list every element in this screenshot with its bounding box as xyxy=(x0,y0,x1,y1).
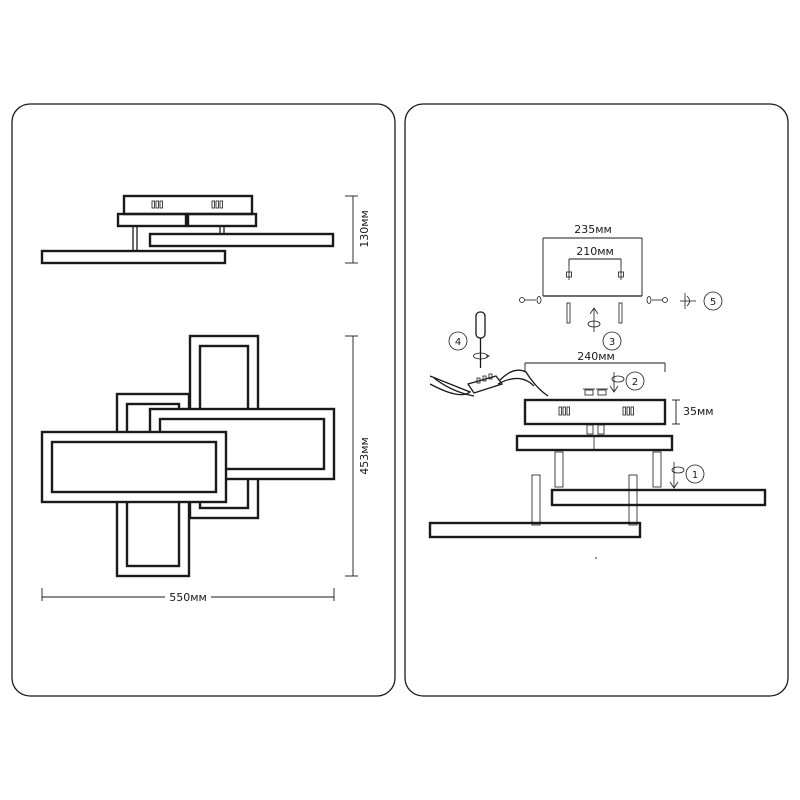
rotate-arrow-2 xyxy=(609,372,625,393)
lamp-bar-lower xyxy=(428,521,642,539)
wall-screw-right xyxy=(646,296,668,304)
screwdriver-icon xyxy=(473,311,490,368)
side-view xyxy=(40,194,335,265)
rotate-arrow-1 xyxy=(669,462,685,489)
svg-text:5: 5 xyxy=(710,297,716,308)
rotate-arrow-3 xyxy=(587,307,601,332)
step-badge-4: 4 xyxy=(448,331,468,351)
left-panel-frame xyxy=(11,103,396,697)
stray-dot xyxy=(595,557,597,559)
power-wires xyxy=(429,369,549,397)
dimension-label-453: 453мм xyxy=(358,437,371,475)
dimension-label-550: 550мм xyxy=(169,591,207,604)
right-panel-frame xyxy=(404,103,789,697)
support-posts xyxy=(531,451,662,526)
dimension-label-235: 235мм xyxy=(574,223,612,236)
dimension-label-210: 210мм xyxy=(576,245,614,258)
svg-text:1: 1 xyxy=(692,470,698,481)
step-badge-5: 5 xyxy=(703,291,723,311)
dimension-label-35: 35мм xyxy=(683,405,714,418)
screwdriver-hook-5 xyxy=(680,293,696,309)
svg-text:4: 4 xyxy=(455,337,461,348)
step-badge-1: 1 xyxy=(685,464,705,484)
connector-pins xyxy=(586,424,605,435)
dimension-height-top xyxy=(345,335,358,577)
step-badge-2: 2 xyxy=(625,371,645,391)
lamp-bar-upper xyxy=(550,488,767,507)
mounting-bracket xyxy=(543,266,642,297)
dimension-width xyxy=(41,588,335,601)
dimension-bracket-235 xyxy=(542,237,643,296)
dimension-height-side xyxy=(345,195,358,264)
dowel-left xyxy=(566,302,571,324)
svg-text:3: 3 xyxy=(609,337,615,348)
dimension-base-35 xyxy=(672,399,680,425)
terminal-block xyxy=(466,373,504,394)
canopy-base xyxy=(523,398,667,426)
step-badge-3: 3 xyxy=(602,331,622,351)
dimension-label-240: 240мм xyxy=(577,350,615,363)
dowel-right xyxy=(618,302,623,324)
svg-text:2: 2 xyxy=(632,377,638,388)
wall-screw-left xyxy=(519,296,542,304)
middle-plate xyxy=(515,434,674,452)
top-view xyxy=(40,334,336,578)
dimension-label-130: 130мм xyxy=(358,210,371,248)
dimension-screws-210 xyxy=(568,258,622,266)
mount-screws xyxy=(583,388,608,396)
dimension-base-240 xyxy=(524,362,666,372)
